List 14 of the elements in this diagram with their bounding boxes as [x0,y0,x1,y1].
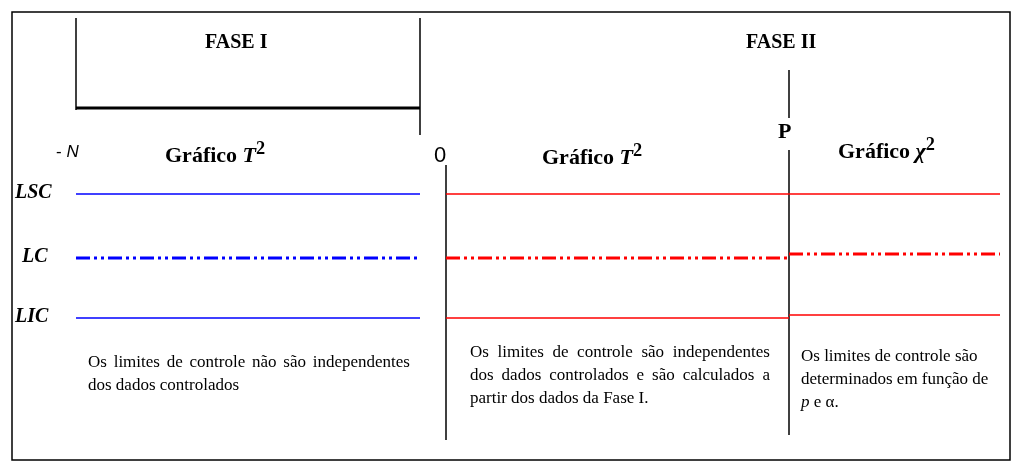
phase-title: FASE I [205,30,268,53]
chart-title: Gráfico T$^{2}$ [165,138,266,169]
note-text: Os limites de controle são determinados em função de p e α. [801,345,990,413]
axis-label: P [778,118,792,144]
limit-label: LIC [15,304,49,327]
note-text: Os limites de controle não são independentes dos dados controlados [88,351,410,396]
limit-label: LSC [15,180,52,203]
phase-title: FASE II [746,30,817,53]
note-text: Os limites de controle são independentes dos dados controlados e são calculados a partir dos dados da Fase I. [470,341,770,409]
chart-title: Gráfico T$^{2}$ [542,140,643,171]
chart-title: Gráfico χ$^{2}$ [838,134,935,165]
limit-label: LC [22,244,48,267]
axis-label: - N [56,142,79,162]
axis-label: 0 [434,142,447,168]
